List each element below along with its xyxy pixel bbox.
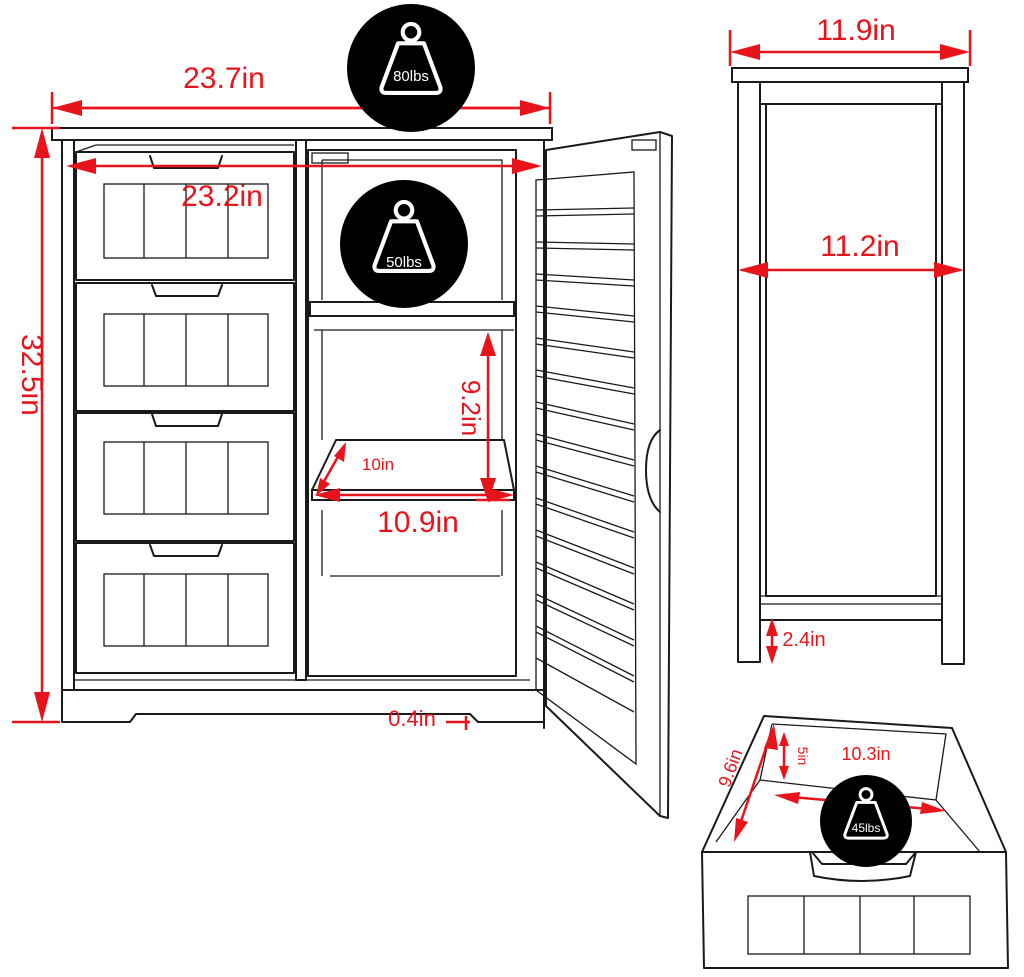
- dimension-clearance: 0.4in: [388, 706, 470, 731]
- label-side-depth: 11.9in: [816, 14, 896, 47]
- drawer-3-handle: [151, 413, 223, 427]
- label-drawer-depth: 9.6in: [714, 746, 746, 790]
- dimension-shelf-depth: 10in: [316, 442, 394, 496]
- dimension-drawer-depth: 9.6in: [714, 724, 778, 842]
- side-top-board: [731, 67, 969, 83]
- door-hinge: [631, 139, 657, 151]
- dimension-shelf-width: 10.9in: [314, 488, 514, 539]
- label-weight-top: 80lbs: [393, 68, 429, 85]
- drawer-1: [75, 144, 295, 281]
- weight-badge-drawer: 45lbs: [820, 775, 912, 867]
- label-weight-drawer: 45lbs: [852, 821, 881, 835]
- label-drawer-width: 10.3in: [841, 744, 890, 764]
- dimension-drawer-height: 5in: [779, 732, 811, 780]
- drawer-detail-handle: [809, 851, 917, 882]
- drawer-2-handle: [151, 284, 223, 297]
- cabinet-door: [535, 131, 673, 819]
- dimension-height: 32.5in: [12, 126, 60, 724]
- cabinet-frame: [61, 139, 545, 729]
- door-louvers: [535, 207, 635, 713]
- label-overall-width: 23.7in: [183, 62, 265, 95]
- label-leg-height: 2.4in: [782, 629, 825, 651]
- label-shelf-width: 10.9in: [377, 506, 459, 539]
- cabinet-side-view: [731, 67, 969, 665]
- dimension-side-inner-depth: 11.2in: [738, 230, 964, 278]
- weight-badge-top: 80lbs: [347, 4, 475, 132]
- label-shelf-depth: 10in: [362, 455, 394, 474]
- cabinet-front-view: [51, 127, 673, 819]
- cabinet-divider: [295, 139, 307, 681]
- shelf-hinge-plate: [311, 152, 349, 164]
- dimension-inner-width: 23.2in: [66, 158, 542, 213]
- drawer-1-handle: [149, 155, 223, 169]
- drawer-4-handle: [149, 544, 223, 557]
- label-weight-shelf: 50lbs: [386, 254, 422, 271]
- label-side-inner-depth: 11.2in: [820, 230, 900, 263]
- label-inner-width: 23.2in: [181, 180, 263, 213]
- label-height: 32.5in: [15, 334, 48, 416]
- label-clearance: 0.4in: [388, 706, 436, 731]
- drawer-2: [75, 282, 295, 412]
- side-panel: [765, 103, 937, 597]
- dimension-leg-height: 2.4in: [766, 618, 826, 664]
- door-handle-notch: [645, 429, 661, 513]
- cabinet-top-board: [51, 127, 553, 141]
- drawer-3: [75, 412, 295, 542]
- dimension-shelf-height: 9.2in: [456, 332, 510, 502]
- drawer-4: [75, 542, 295, 674]
- label-drawer-height: 5in: [795, 747, 811, 766]
- dimension-side-depth: 11.9in: [728, 14, 972, 66]
- weight-badge-shelf: 50lbs: [340, 180, 468, 308]
- label-shelf-height: 9.2in: [456, 380, 486, 436]
- dimension-overall-width: 23.7in: [50, 62, 552, 124]
